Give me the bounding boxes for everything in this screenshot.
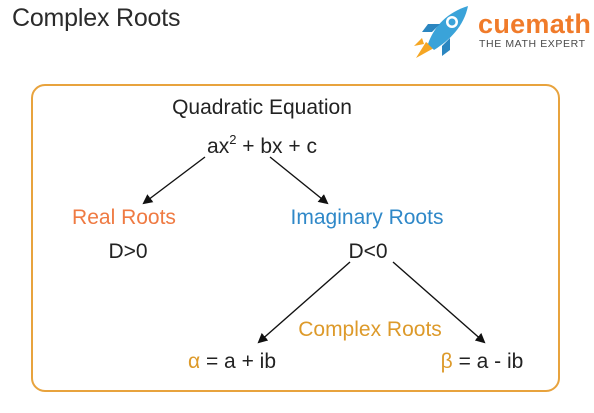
root-label: Quadratic Equation: [172, 96, 352, 119]
arrow-icon: [257, 261, 351, 344]
arrow-icon: [269, 156, 329, 205]
root-equation: ax2 + bx + c: [207, 132, 317, 159]
beta-expression: = a - ib: [452, 350, 524, 373]
equation-base: ax: [207, 135, 230, 158]
brand-tagline: THE MATH EXPERT: [479, 38, 586, 50]
beta-symbol: β: [440, 350, 453, 373]
arrow-icon: [392, 261, 486, 344]
imaginary-roots-label: Imaginary Roots: [290, 206, 444, 229]
rocket-icon: [414, 6, 468, 58]
diagram-frame: [31, 84, 560, 392]
complex-roots-label: Complex Roots: [298, 318, 442, 341]
alpha-symbol: α: [187, 350, 201, 373]
equation-rest: + bx + c: [236, 135, 317, 158]
alpha-root: α = a + ib: [188, 350, 276, 374]
real-roots-condition: D>0: [108, 240, 148, 263]
alpha-expression: = a + ib: [200, 350, 277, 373]
page-title: Complex Roots: [12, 4, 181, 32]
imaginary-roots-condition: D<0: [348, 240, 388, 263]
real-roots-label: Real Roots: [72, 206, 176, 229]
arrow-icon: [142, 156, 206, 205]
brand-logo-text: cuemath: [478, 9, 592, 39]
equation-exponent: 2: [229, 132, 237, 147]
beta-root: β = a - ib: [441, 350, 524, 374]
